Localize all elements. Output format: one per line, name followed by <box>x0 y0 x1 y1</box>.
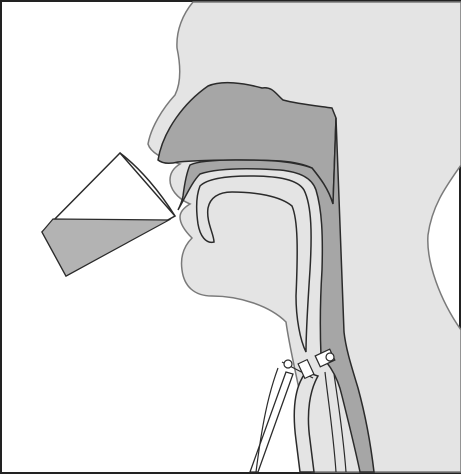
tube-end-cap <box>284 360 292 368</box>
tube-connector-cap <box>326 353 334 361</box>
